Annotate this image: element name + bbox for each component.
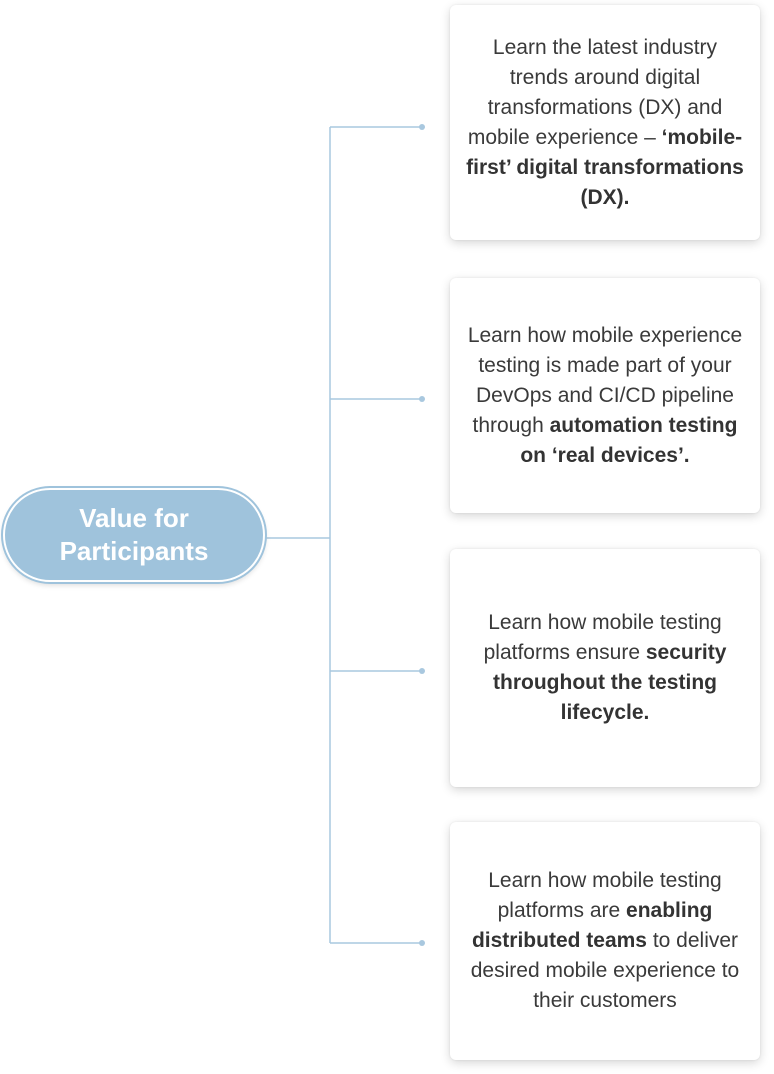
branch-card-1: Learn the latest industry trends around … (450, 5, 760, 240)
branch-dot-3 (419, 668, 425, 674)
branch-dot-1 (419, 124, 425, 130)
branch-card-text: Learn how mobile testing platforms are e… (470, 869, 740, 1012)
branch-card-text: Learn the latest industry trends around … (466, 35, 744, 209)
branch-card-3: Learn how mobile testing platforms ensur… (450, 549, 760, 787)
branch-card-text: Learn how mobile experience testing is m… (467, 323, 743, 467)
branch-card-4: Learn how mobile testing platforms are e… (450, 822, 760, 1060)
branch-card-text: Learn how mobile testing platforms ensur… (483, 611, 727, 724)
branch-dot-4 (419, 940, 425, 946)
root-label: Value for Participants (59, 503, 209, 566)
branch-card-2: Learn how mobile experience testing is m… (450, 278, 760, 513)
root-node: Value for Participants (3, 488, 265, 582)
branch-dot-2 (419, 396, 425, 402)
